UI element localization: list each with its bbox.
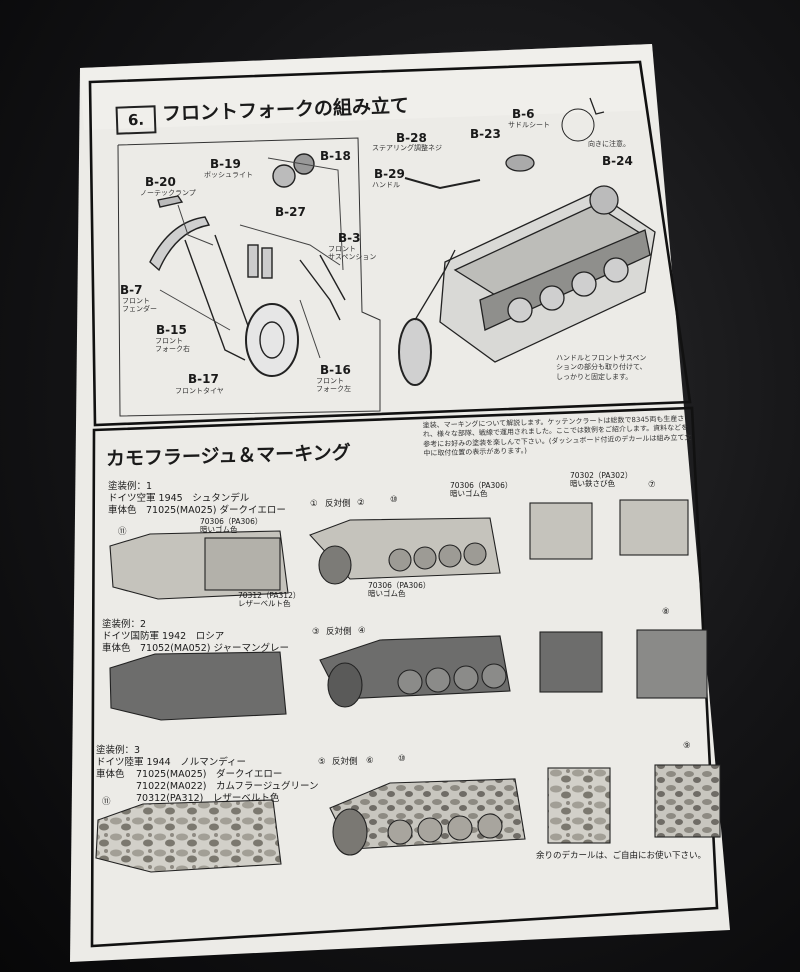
part-name: ハンドル	[372, 181, 400, 189]
side-label: 反対側	[332, 757, 358, 767]
scheme-unit: ドイツ国防軍 1942 ロシア	[102, 631, 225, 642]
orientation-note: 向きに注意。	[588, 140, 630, 148]
marking-intro: 塗装、マーキングについて解説します。ケッテンクラートは総数で8345両も生産され…	[422, 414, 692, 458]
scheme-3-drawings	[95, 764, 721, 873]
part-label: B-29	[374, 167, 405, 181]
part-name: サドルシート	[508, 121, 550, 129]
body-color-line: 70312(PA312) レザーベルト色	[136, 793, 280, 804]
part-label: B-16	[320, 363, 351, 377]
part-name: フロント フェンダー	[122, 297, 157, 313]
decal-number: ⑪	[118, 527, 127, 537]
part-label: B-15	[156, 323, 187, 337]
footer-note: 余りのデカールは、ご自由にお使い下さい。	[536, 851, 707, 861]
decal-number: ⑤	[318, 757, 326, 767]
scheme-body-color: 車体色 71052(MA052) ジャーマングレー	[102, 643, 290, 654]
part-name: フロント フォーク左	[316, 377, 351, 393]
color-callout: 70306（PA306） 暗いゴム色	[200, 517, 263, 535]
decal-number: ①	[310, 499, 318, 509]
color-callout: 70306（PA306） 暗いゴム色	[450, 481, 513, 499]
decal-number: ②	[357, 498, 365, 508]
scheme-body-color: 車体色 71025(MA025) ダークイエロー	[108, 505, 286, 516]
side-label: 反対側	[326, 627, 352, 637]
part-name: ステアリング調整ネジ	[372, 144, 442, 152]
assembly-frame	[88, 60, 692, 427]
decal-number: ⑧	[662, 607, 670, 617]
scheme-body-color: 車体色	[96, 769, 125, 780]
scheme-1-drawings	[109, 499, 689, 600]
part-name: ボッシュライト	[204, 171, 253, 179]
decal-number: ⑩	[398, 754, 406, 764]
part-label: B-24	[602, 154, 633, 168]
scheme-label: 塗装例：1	[108, 481, 153, 492]
kettenkrad-assembly-drawing	[398, 97, 656, 386]
body-color-line: 71025(MA025) ダークイエロー	[136, 769, 283, 780]
part-name: フロント フォーク右	[155, 337, 190, 353]
part-label: B-19	[210, 157, 241, 171]
step-number: 6.	[115, 105, 157, 135]
part-label: B-20	[145, 175, 176, 189]
decal-number: ⑥	[366, 756, 374, 766]
decal-number: ⑪	[102, 797, 111, 807]
part-label: B-27	[275, 205, 306, 219]
decal-number: ④	[358, 626, 366, 636]
decal-number: ⑨	[683, 741, 691, 751]
side-label: 反対側	[325, 499, 351, 509]
scheme-label: 塗装例：2	[102, 619, 147, 630]
part-label: B-7	[120, 283, 143, 297]
scheme-unit: ドイツ陸軍 1944 ノルマンディー	[96, 757, 247, 768]
assembly-note: ハンドルとフロントサスペン ションの部分も取り付けて、 しっかりと固定します。	[556, 354, 647, 381]
part-label: B-3	[338, 231, 361, 245]
scheme-label: 塗装例：3	[96, 745, 141, 756]
color-callout: 70306（PA306） 暗いゴム色	[368, 581, 431, 599]
part-name: フロントタイヤ	[175, 387, 224, 395]
decal-number: ⑩	[390, 495, 398, 505]
color-callout: 70312（PA312） レザーベルト色	[238, 591, 301, 609]
marking-frame	[90, 406, 719, 948]
part-name: フロント サスペンション	[328, 245, 377, 261]
body-color-line: 71022(MA022) カムフラージュグリーン	[136, 781, 319, 792]
scheme-unit: ドイツ空軍 1945 シュタンデル	[108, 493, 250, 504]
part-label: B-28	[396, 131, 427, 145]
decal-number: ⑦	[648, 480, 656, 490]
color-callout: 70302（PA302） 暗い鉄さび色	[570, 471, 633, 489]
part-label: B-6	[512, 107, 535, 121]
part-label: B-23	[470, 127, 501, 141]
part-name: ノーテックランプ	[140, 189, 196, 197]
part-label: B-18	[320, 149, 351, 163]
part-label: B-17	[188, 372, 219, 386]
scheme-2-drawings	[109, 629, 708, 721]
front-fork-drawing	[149, 153, 346, 377]
decal-number: ③	[312, 627, 320, 637]
